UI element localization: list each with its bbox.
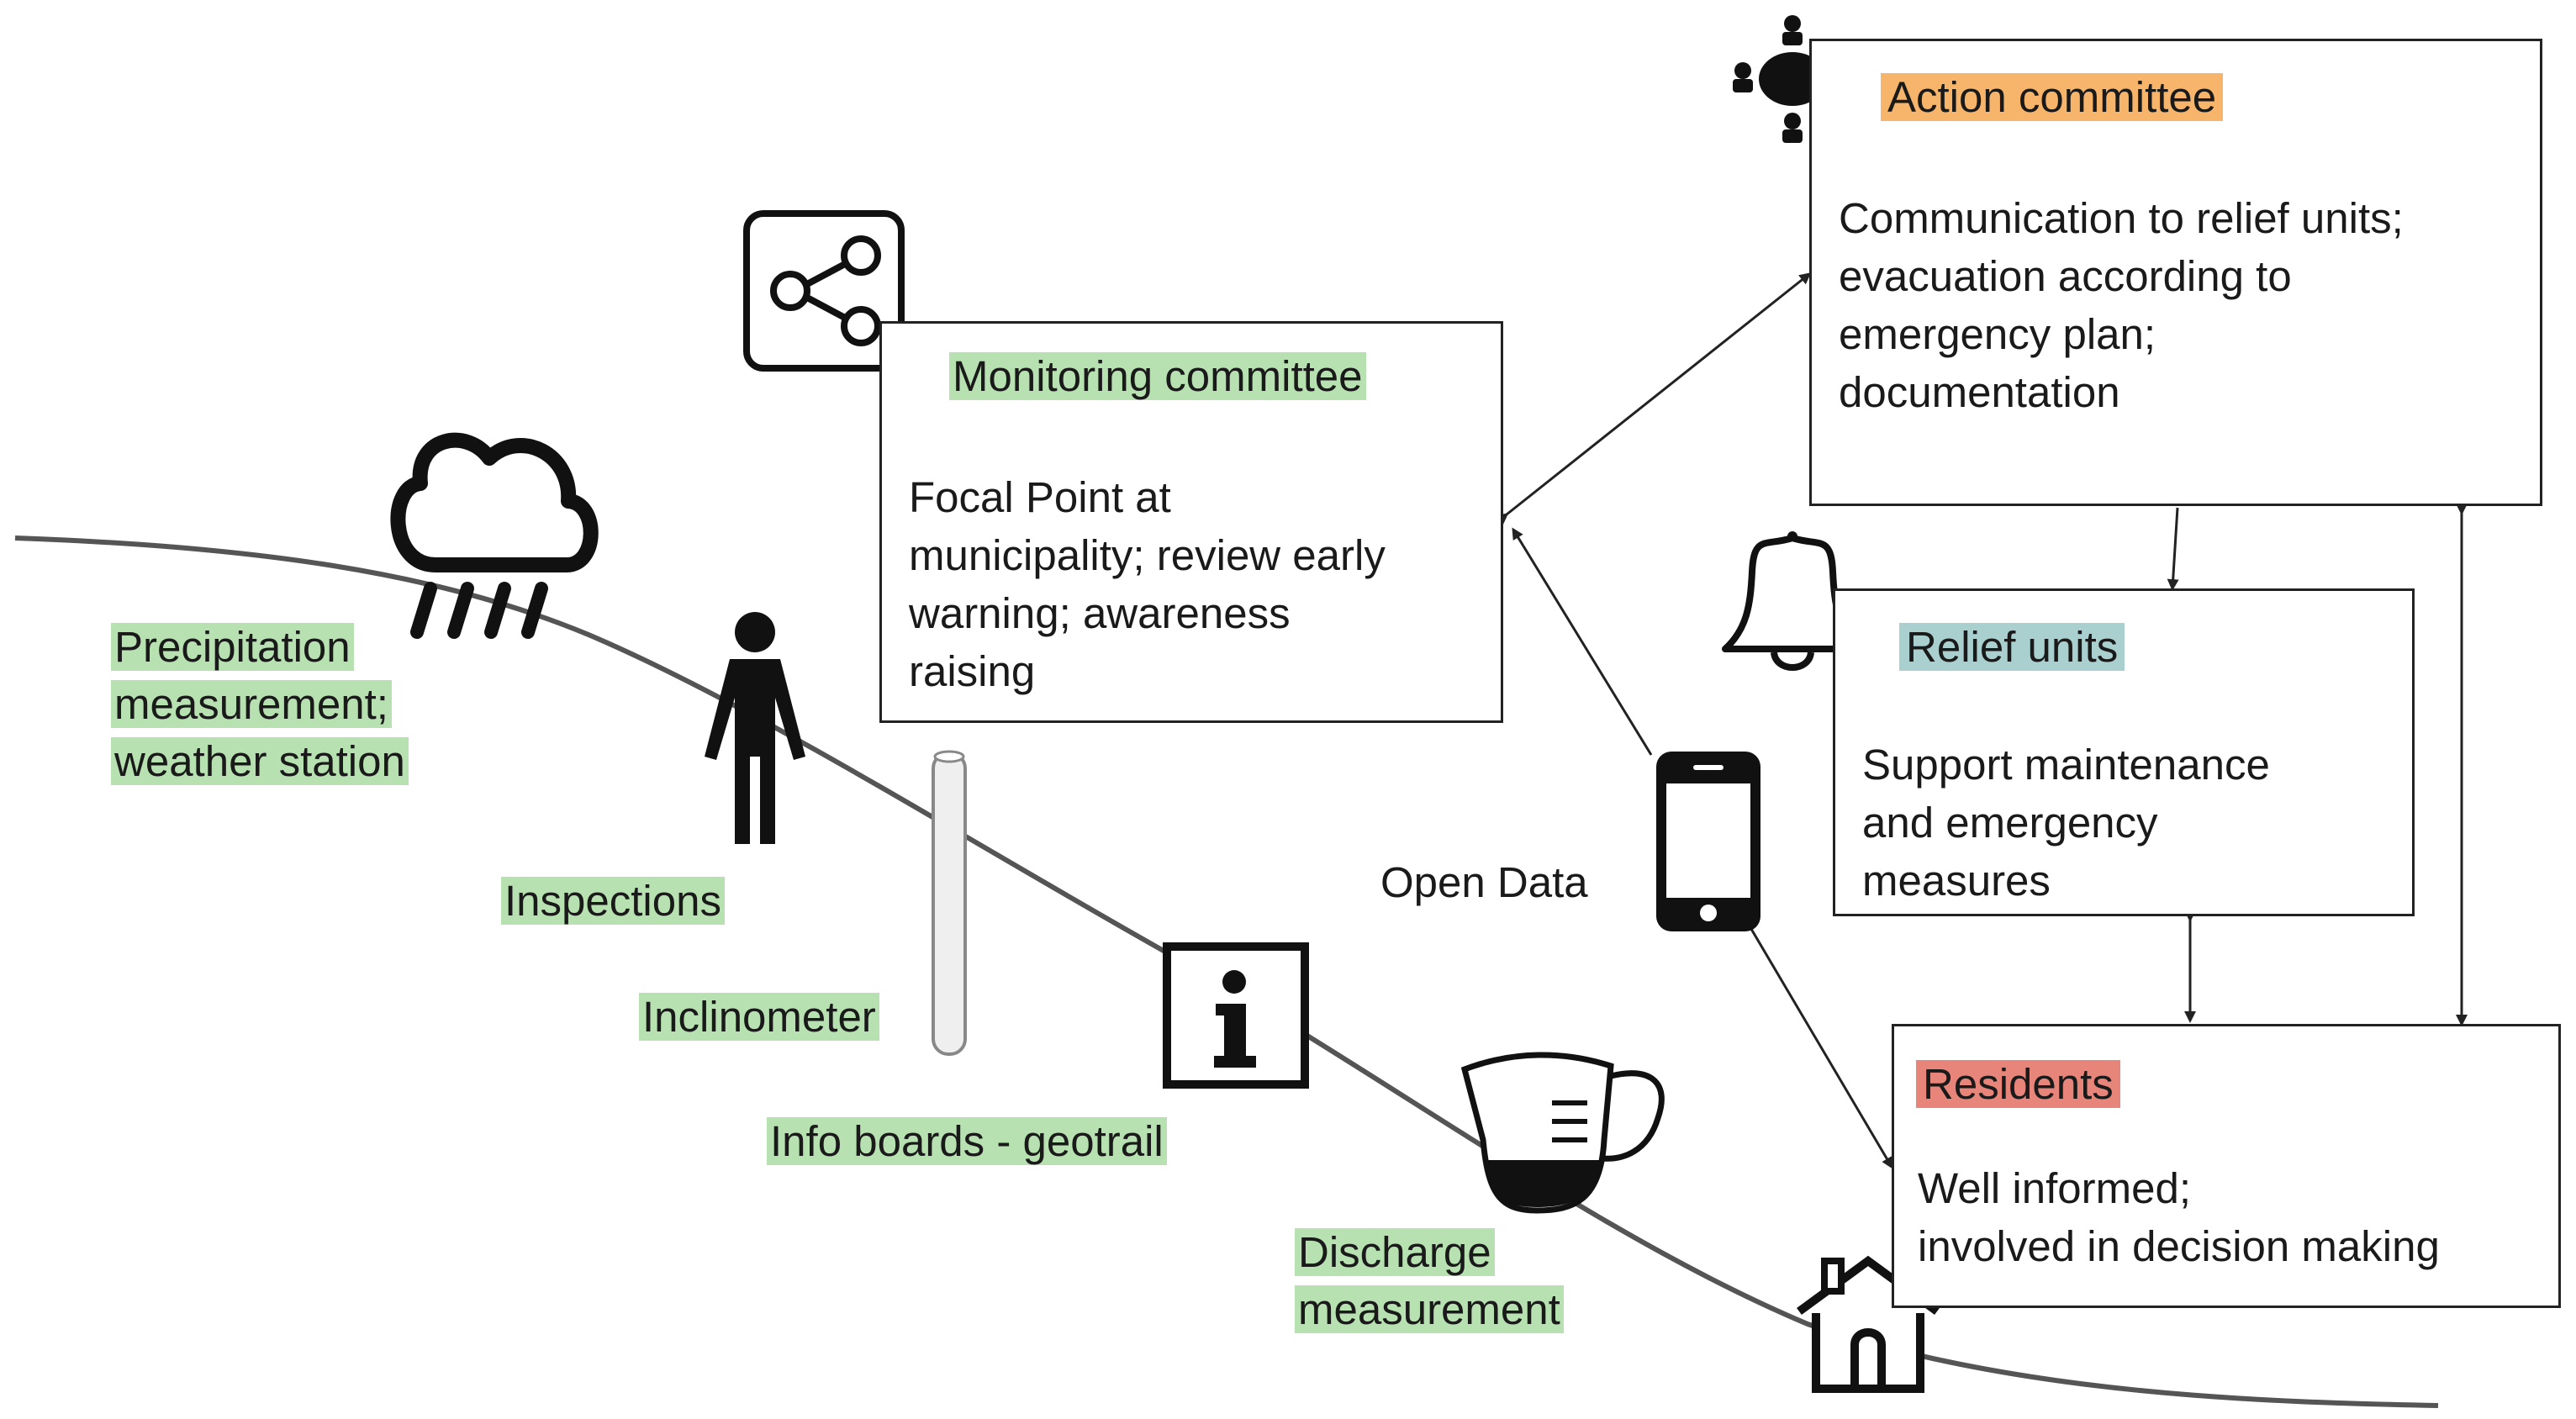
discharge-line-1: Discharge: [1295, 1228, 1495, 1276]
inspections-text: Inspections: [501, 877, 725, 925]
person-icon: [705, 612, 805, 844]
action-line: documentation: [1839, 368, 2120, 416]
precipitation-line-2: measurement;: [111, 680, 392, 728]
monitoring-committee-title: Monitoring committee: [949, 351, 1366, 403]
monitoring-committee-title-text: Monitoring committee: [949, 352, 1366, 400]
smartphone-icon: [1656, 752, 1760, 931]
arrow-phone-to-monitoring: [1512, 527, 1653, 756]
inclinometer-text: Inclinometer: [639, 993, 879, 1041]
residents-line: Well informed;: [1918, 1164, 2192, 1212]
action-line: evacuation according to: [1839, 252, 2292, 300]
monitoring-line: raising: [909, 647, 1036, 695]
info-board-icon: [1163, 942, 1309, 1089]
discharge-label: Discharge measurement: [1295, 1224, 1564, 1338]
residents-line: involved in decision making: [1918, 1222, 2440, 1270]
arrow-action-to-relief: [2167, 507, 2179, 591]
residents-body: Well informed; involved in decision maki…: [1918, 1159, 2440, 1275]
arrow-phone-to-residents: [1747, 924, 1893, 1169]
info-boards-text: Info boards - geotrail: [767, 1117, 1167, 1165]
precipitation-label: Precipitation measurement; weather stati…: [111, 619, 409, 790]
rain-cloud-icon: [390, 432, 599, 639]
inclinometer-label: Inclinometer: [639, 989, 879, 1046]
monitoring-line: warning; awareness: [909, 589, 1291, 637]
monitoring-committee-box: Monitoring committee Focal Point at muni…: [879, 321, 1503, 723]
inspections-label: Inspections: [501, 873, 725, 930]
relief-line: Support maintenance: [1862, 741, 2270, 789]
residents-title-text: Residents: [1916, 1060, 2120, 1108]
residents-title: Residents: [1916, 1058, 2120, 1110]
relief-units-body: Support maintenance and emergency measur…: [1862, 736, 2270, 910]
residents-box: Residents Well informed; involved in dec…: [1892, 1024, 2561, 1308]
discharge-line-2: measurement: [1295, 1285, 1564, 1333]
relief-line: and emergency: [1862, 799, 2158, 847]
monitoring-committee-body: Focal Point at municipality; review earl…: [909, 468, 1386, 700]
inclinometer-tube-icon: [932, 750, 967, 1056]
arrow-monitoring-to-action: [1496, 272, 1812, 525]
info-boards-label: Info boards - geotrail: [767, 1113, 1167, 1170]
measuring-jug-icon: [1460, 1052, 1665, 1214]
action-committee-box: Action committee Communication to relief…: [1809, 39, 2542, 506]
precipitation-line-3: weather station: [111, 737, 409, 785]
relief-line: measures: [1862, 857, 2051, 905]
monitoring-line: Focal Point at: [909, 473, 1171, 521]
action-line: emergency plan;: [1839, 310, 2156, 358]
action-committee-body: Communication to relief units; evacuatio…: [1839, 189, 2404, 421]
relief-units-title-text: Relief units: [1899, 623, 2125, 671]
precipitation-line-1: Precipitation: [111, 623, 354, 671]
action-committee-title: Action committee: [1881, 71, 2224, 124]
action-line: Communication to relief units;: [1839, 194, 2404, 242]
open-data-label: Open Data: [1380, 858, 1588, 906]
relief-units-title: Relief units: [1899, 621, 2125, 673]
monitoring-line: municipality; review early: [909, 531, 1386, 579]
share-icon: [743, 210, 905, 372]
action-committee-title-text: Action committee: [1881, 73, 2224, 121]
relief-units-box: Relief units Support maintenance and eme…: [1833, 588, 2415, 916]
